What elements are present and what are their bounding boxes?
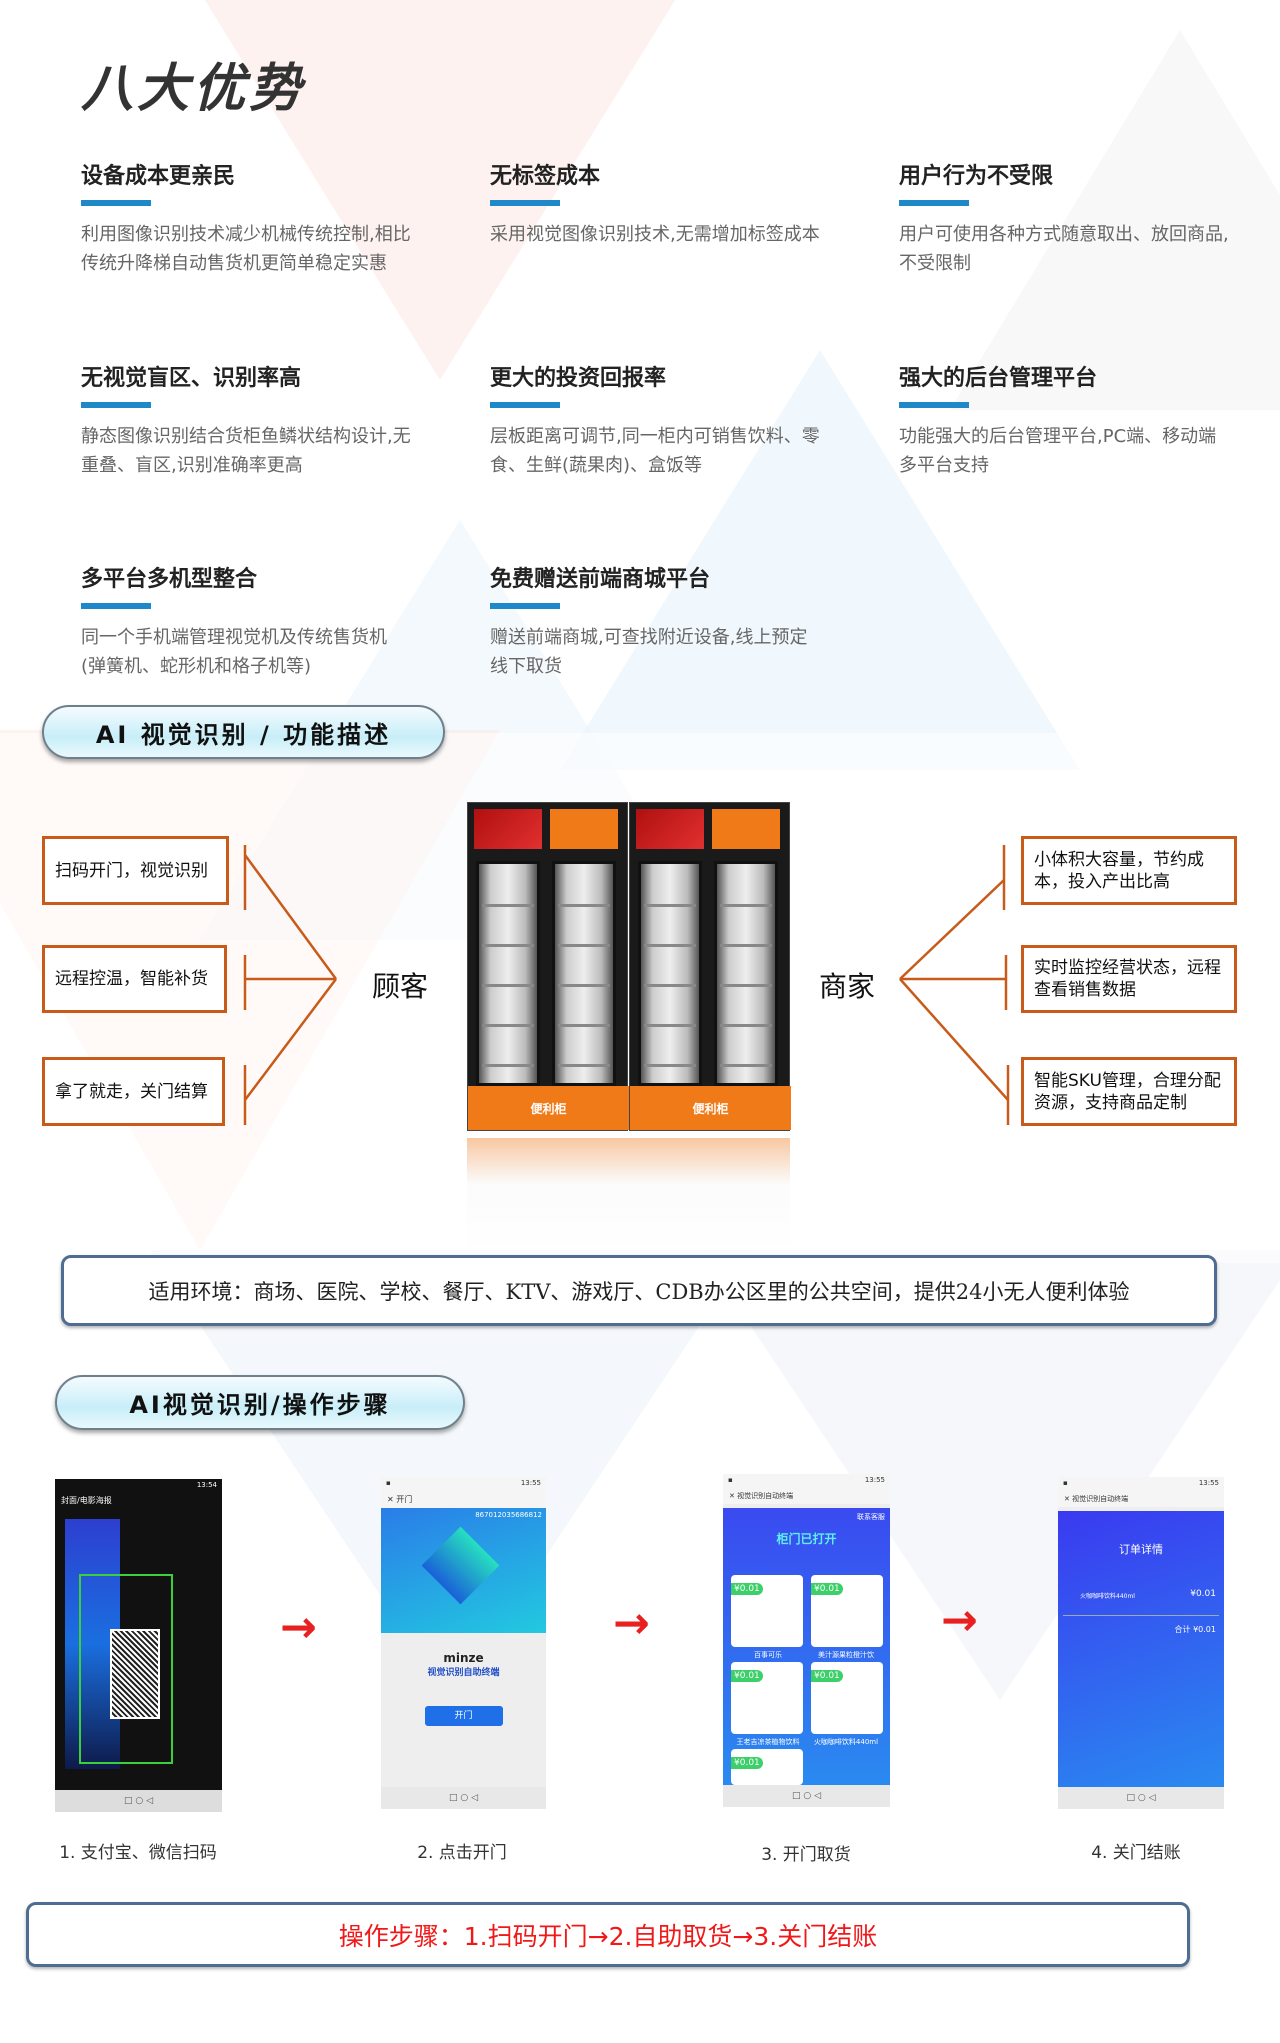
feature-card: 用户行为不受限用户可使用各种方式随意取出、放回商品,不受限制 [899, 158, 1229, 278]
status-time: 13:55 [864, 1476, 885, 1484]
app-name: 视觉识别自助终端 [427, 1668, 500, 1678]
feature-card: 更大的投资回报率层板距离可调节,同一柜内可销售饮料、零食、生鲜(蔬果肉)、盒饭等 [490, 360, 820, 480]
feature-desc: 层板距离可调节,同一柜内可销售饮料、零食、生鲜(蔬果肉)、盒饭等 [490, 426, 820, 476]
feature-desc: 静态图像识别结合货柜鱼鳞状结构设计,无重叠、盲区,识别准确率更高 [81, 426, 411, 476]
section-pill-function: AI 视觉识别 / 功能描述 [42, 705, 445, 759]
feature-desc: 同一个手机端管理视觉机及传统售货机(弹簧机、蛇形机和格子机等) [81, 627, 387, 677]
arrow-right-icon: → [280, 1602, 317, 1653]
feature-card: 免费赠送前端商城平台赠送前端商城,可查找附近设备,线上预定线下取货 [490, 561, 820, 681]
phone-screenshot-checkout: ▪13:55 ✕ 视觉识别自动终端 订单详情 火咖咖啡饮料440ml ¥0.01… [1058, 1477, 1224, 1809]
feature-underline [899, 200, 969, 206]
customer-feature-box: 远程控温，智能补货 [42, 945, 227, 1013]
status-time: 13:55 [1198, 1479, 1219, 1487]
feature-underline [899, 402, 969, 408]
arrow-right-icon: → [613, 1598, 650, 1649]
price-badge: ¥0.01 [811, 1583, 843, 1595]
feature-card: 强大的后台管理平台功能强大的后台管理平台,PC端、移动端多平台支持 [899, 360, 1229, 480]
order-item-price: ¥0.01 [1190, 1589, 1216, 1599]
step-caption: 4. 关门结账 [1091, 1843, 1181, 1863]
phone-title: 封面/电影海报 [61, 1496, 112, 1505]
feature-desc: 用户可使用各种方式随意取出、放回商品,不受限制 [899, 224, 1229, 274]
product-name: 王老吉凉茶植物饮料 [736, 1738, 800, 1746]
merchant-feature-box: 小体积大容量，节约成本，投入产出比高 [1021, 836, 1237, 905]
phone-screenshot-open: ▪13:55 ✕ 开门 867012035686812 minze 视觉识别自助… [381, 1477, 546, 1809]
feature-desc: 功能强大的后台管理平台,PC端、移动端多平台支持 [899, 426, 1217, 476]
price-badge: ¥0.01 [811, 1670, 843, 1682]
android-nav-bar: □ ○ ◁ [723, 1785, 890, 1807]
merchant-label: 商家 [819, 970, 876, 1003]
phone-screenshot-scan: 13:54 封面/电影海报 □ ○ ◁ [55, 1479, 222, 1812]
status-time: 13:55 [520, 1479, 541, 1487]
android-nav-bar: □ ○ ◁ [1058, 1787, 1224, 1809]
product-card[interactable]: ¥0.01 [811, 1575, 883, 1647]
arrow-right-icon: → [941, 1595, 978, 1646]
section-pill-steps: AI视觉识别/操作步骤 [55, 1375, 465, 1430]
phone-screenshot-products: ▪13:55 ✕ 视觉识别自动终端 联系客服 柜门已打开 ¥0.01 ¥0.01… [723, 1474, 890, 1807]
feature-title: 更大的投资回报率 [490, 366, 667, 391]
phone-title: 视觉识别自动终端 [1072, 1495, 1129, 1503]
product-name: 百事可乐 [754, 1651, 782, 1659]
phone-title: 视觉识别自动终端 [737, 1492, 794, 1500]
feature-card: 无标签成本采用视觉图像识别技术,无需增加标签成本 [490, 158, 820, 249]
feature-title: 设备成本更亲民 [81, 164, 236, 189]
price-badge: ¥0.01 [731, 1583, 763, 1595]
feature-title: 无标签成本 [490, 164, 601, 189]
step-caption: 2. 点击开门 [417, 1843, 507, 1863]
device-id: 867012035686812 [475, 1511, 542, 1519]
product-card[interactable]: ¥0.01 [731, 1662, 803, 1734]
feature-underline [490, 402, 560, 408]
fridge-brand: 便利柜 [630, 1086, 791, 1130]
feature-card: 无视觉盲区、识别率高静态图像识别结合货柜鱼鳞状结构设计,无重叠、盲区,识别准确率… [81, 360, 411, 480]
environment-box: 适用环境：商场、医院、学校、餐厅、KTV、游戏厅、CDB办公区里的公共空间，提供… [61, 1255, 1217, 1326]
feature-title: 用户行为不受限 [899, 164, 1054, 189]
product-card[interactable]: ¥0.01 [811, 1662, 883, 1734]
product-card[interactable]: ¥0.01 [731, 1575, 803, 1647]
feature-title: 多平台多机型整合 [81, 567, 258, 592]
price-badge: ¥0.01 [731, 1757, 763, 1769]
order-item: 火咖咖啡饮料440ml [1080, 1593, 1135, 1600]
step-caption: 1. 支付宝、微信扫码 [59, 1843, 217, 1863]
page-title: 八大优势 [81, 59, 306, 119]
feature-title: 强大的后台管理平台 [899, 366, 1098, 391]
feature-desc: 赠送前端商城,可查找附近设备,线上预定线下取货 [490, 627, 808, 677]
customer-feature-box: 扫码开门，视觉识别 [42, 836, 229, 905]
connector-lines [243, 845, 1010, 1125]
price-badge: ¥0.01 [731, 1670, 763, 1682]
product-name: 火咖咖啡饮料440ml [813, 1738, 879, 1746]
feature-title: 无视觉盲区、识别率高 [81, 366, 302, 391]
customer-feature-box: 拿了就走，关门结算 [42, 1057, 225, 1126]
feature-underline [81, 200, 151, 206]
vending-fridge-image: 便利柜 便利柜 [467, 802, 791, 1131]
step-caption: 3. 开门取货 [761, 1845, 851, 1865]
merchant-feature-box: 实时监控经营状态，远程查看销售数据 [1021, 945, 1237, 1013]
status-time: 13:54 [196, 1481, 217, 1489]
feature-desc: 采用视觉图像识别技术,无需增加标签成本 [490, 224, 820, 245]
android-nav-bar: □ ○ ◁ [55, 1790, 222, 1812]
customer-label: 顾客 [372, 970, 429, 1003]
feature-underline [81, 603, 151, 609]
order-details-heading: 订单详情 [1119, 1543, 1163, 1556]
layers-icon [421, 1526, 500, 1605]
feature-underline [490, 603, 560, 609]
feature-underline [81, 402, 151, 408]
merchant-feature-box: 智能SKU管理，合理分配资源，支持商品定制 [1021, 1057, 1237, 1126]
android-nav-bar: □ ○ ◁ [381, 1787, 546, 1809]
feature-underline [490, 200, 560, 206]
feature-title: 免费赠送前端商城平台 [490, 567, 711, 592]
feature-card: 设备成本更亲民利用图像识别技术减少机械传统控制,相比传统升降梯自动售货机更简单稳… [81, 158, 411, 278]
fridge-reflection [467, 1138, 790, 1253]
open-door-button[interactable]: 开门 [424, 1706, 503, 1726]
steps-summary-box: 操作步骤：1.扫码开门→2.自助取货→3.关门结账 [26, 1902, 1190, 1967]
door-opened-heading: 柜门已打开 [776, 1532, 837, 1546]
brand-logo: minze [443, 1651, 484, 1665]
fridge-brand: 便利柜 [468, 1086, 629, 1130]
contact-service-link[interactable]: 联系客服 [857, 1513, 885, 1521]
product-card[interactable]: ¥0.01 [731, 1749, 803, 1785]
phone-title: 开门 [396, 1495, 413, 1504]
order-total: 合计 ¥0.01 [1174, 1625, 1216, 1634]
feature-card: 多平台多机型整合同一个手机端管理视觉机及传统售货机(弹簧机、蛇形机和格子机等) [81, 561, 411, 681]
feature-desc: 利用图像识别技术减少机械传统控制,相比传统升降梯自动售货机更简单稳定实惠 [81, 224, 411, 274]
product-name: 美汁源果粒橙汁饮 [818, 1651, 874, 1659]
